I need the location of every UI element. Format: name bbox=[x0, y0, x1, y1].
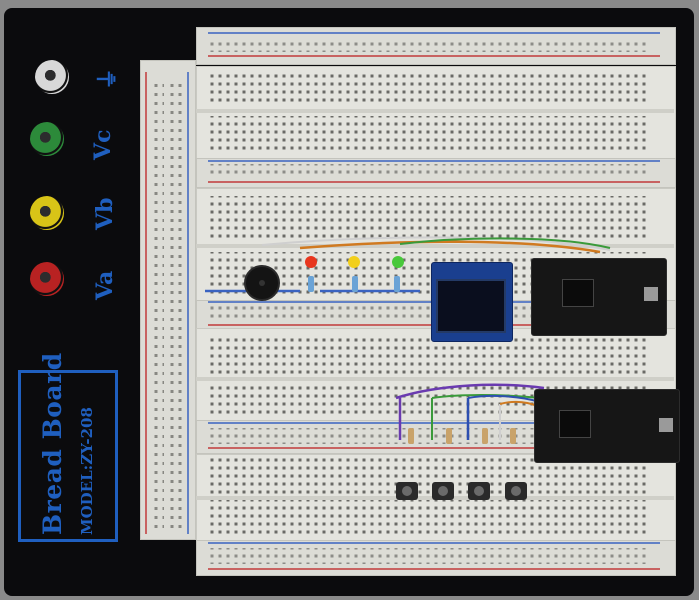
binding-post-ground bbox=[35, 60, 69, 94]
push-button-1 bbox=[396, 482, 418, 500]
push-button-2 bbox=[432, 482, 454, 500]
resistors bbox=[308, 276, 516, 444]
post-label-vb: Vb bbox=[92, 197, 118, 230]
push-button-3 bbox=[468, 482, 490, 500]
microcontroller-board-bottom bbox=[534, 389, 680, 463]
oled-screen bbox=[436, 279, 506, 333]
microcontroller-board-top bbox=[531, 258, 667, 336]
oled-display-module bbox=[431, 262, 513, 342]
binding-post-va bbox=[30, 262, 64, 296]
brand-title: Bread Board bbox=[38, 352, 67, 535]
ground-icon: ⏚ bbox=[95, 67, 121, 90]
binding-post-vb bbox=[30, 196, 64, 230]
model-label: MODEL:ZY-208 bbox=[78, 407, 96, 535]
left-power-rail bbox=[140, 60, 196, 540]
post-label-va: Va bbox=[92, 270, 118, 300]
usb-port bbox=[659, 418, 673, 432]
post-label-vc: Vc bbox=[90, 129, 116, 160]
brand-logo-frame bbox=[18, 370, 118, 542]
usb-port bbox=[644, 287, 658, 301]
mcu-chip bbox=[562, 279, 594, 307]
mcu-chip bbox=[559, 410, 591, 438]
binding-post-vc bbox=[30, 122, 64, 156]
push-button-4 bbox=[505, 482, 527, 500]
